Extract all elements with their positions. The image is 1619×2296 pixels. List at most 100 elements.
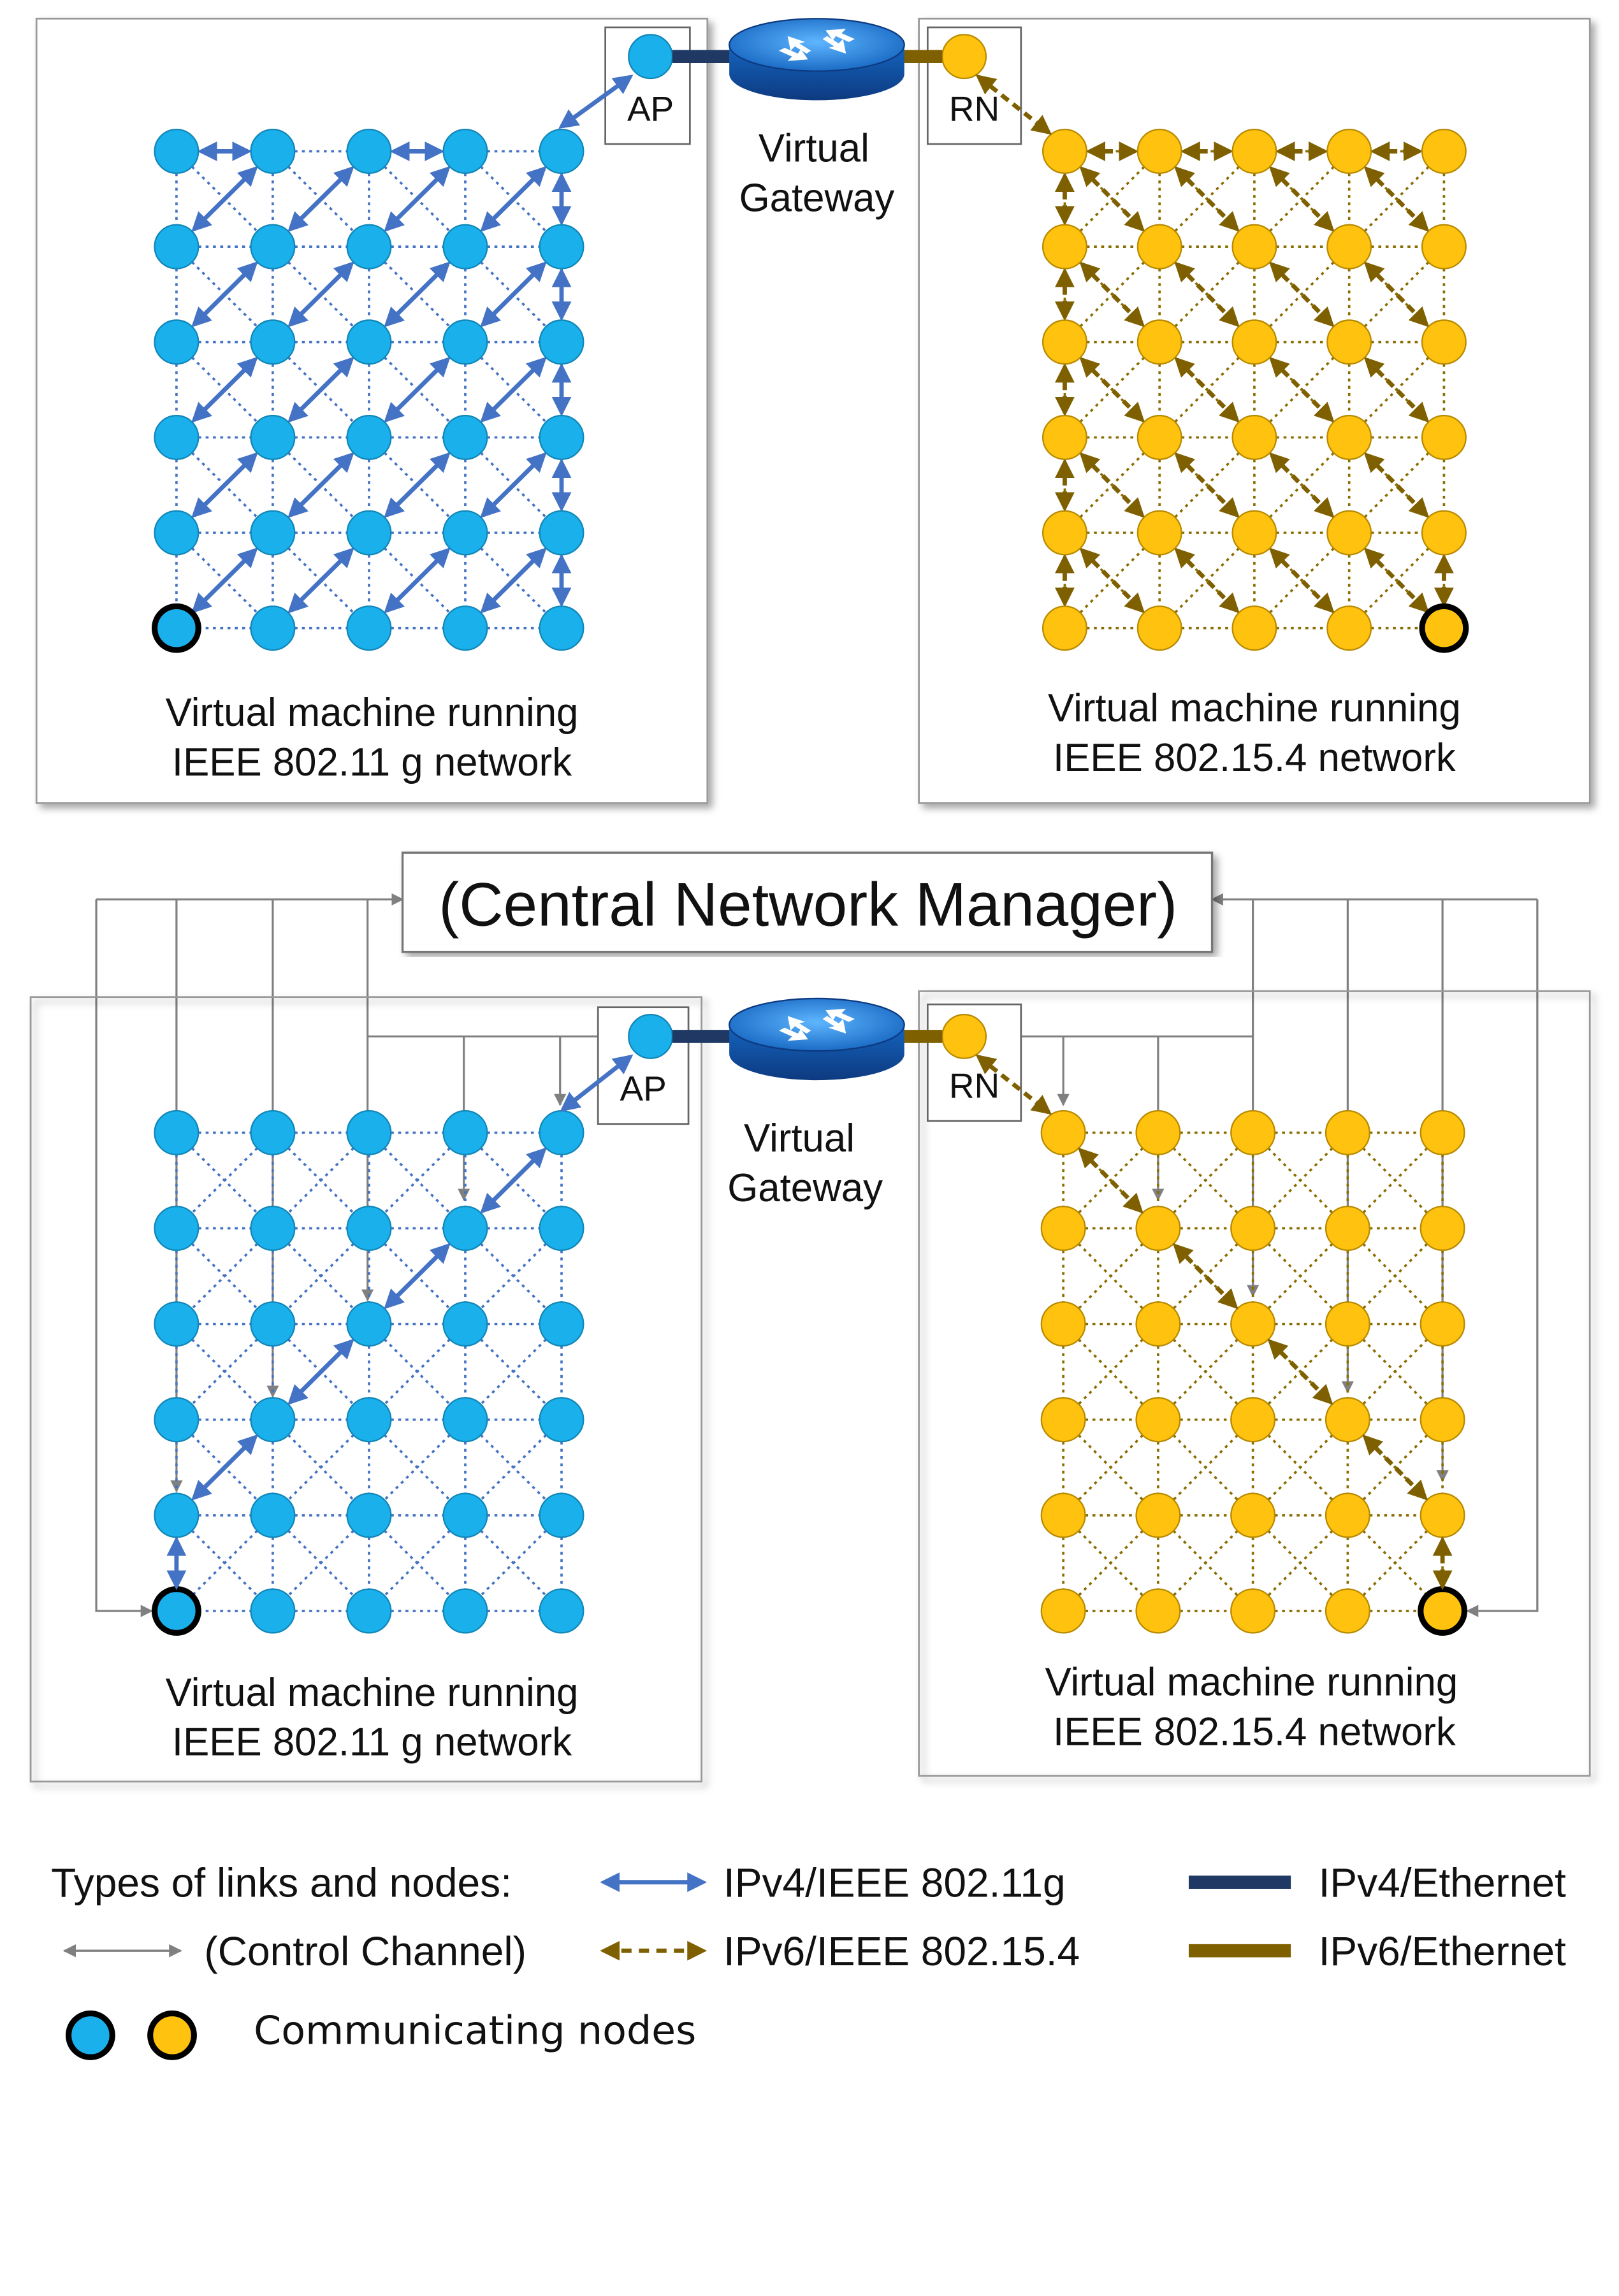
network-node — [1325, 1301, 1370, 1347]
bottom-gateway-label-2: Gateway — [727, 1166, 883, 1210]
legend-control-label: (Control Channel) — [204, 1928, 526, 1974]
network-node — [1135, 1397, 1181, 1443]
ipv4-80211g-link — [480, 547, 547, 614]
network-node — [1136, 128, 1182, 174]
ipv4-80211g-link — [287, 166, 354, 233]
grid-link — [272, 1419, 370, 1517]
network-node — [1040, 1492, 1086, 1538]
network-node — [346, 319, 392, 365]
bottom-ap-label: AP — [620, 1069, 667, 1108]
network-node — [346, 1492, 392, 1538]
network-node — [1419, 1206, 1465, 1252]
communicating-node — [1419, 603, 1469, 653]
top-rn-label: RN — [949, 89, 999, 128]
ipv4-80211g-link — [384, 261, 451, 328]
network-node — [1230, 1110, 1276, 1155]
network-node — [1136, 510, 1182, 556]
network-node — [346, 605, 392, 651]
legend-heading: Types of links and nodes: — [51, 1860, 512, 1906]
network-node — [1326, 319, 1372, 365]
network-node — [1135, 1492, 1181, 1538]
ipv4-80211g-link — [480, 356, 547, 423]
network-node — [154, 414, 200, 460]
network-node — [1231, 510, 1277, 556]
ipv4-80211g-link — [287, 452, 354, 519]
network-node — [1421, 128, 1467, 174]
network-node — [1326, 414, 1372, 460]
network-node — [1230, 1588, 1276, 1634]
network-node — [1040, 1588, 1086, 1634]
network-node — [1136, 414, 1182, 460]
control-channel-lines — [95, 893, 1539, 1617]
network-node — [346, 1397, 392, 1443]
grid-link — [464, 1323, 563, 1421]
grid-link — [368, 1514, 467, 1612]
ipv4-80211g-link — [480, 452, 547, 519]
network-node — [1421, 510, 1467, 556]
ipv4-80211g-link — [191, 452, 258, 519]
top-gateway-label-1: Virtual — [759, 126, 869, 170]
network-node — [346, 128, 392, 174]
network-node — [442, 224, 488, 270]
network-node — [1325, 1110, 1370, 1155]
bottom-right-caption-2: IEEE 802.15.4 network — [1053, 1710, 1456, 1754]
network-node — [1231, 605, 1277, 651]
ipv4-80211g-link — [191, 1434, 258, 1501]
network-node — [154, 1397, 200, 1443]
network-node — [154, 319, 200, 365]
top-right-caption-1: Virtual machine running — [1048, 686, 1461, 730]
bottom-gateway-label-1: Virtual — [744, 1116, 855, 1160]
network-node — [539, 1206, 584, 1252]
top-left-node-grid — [151, 128, 584, 653]
grid-link — [464, 1227, 563, 1325]
network-node — [442, 510, 488, 556]
grid-link — [368, 1419, 467, 1517]
network-node — [250, 1206, 296, 1252]
network-node — [250, 605, 296, 651]
network-node — [250, 510, 296, 556]
legend-ipv6-154-label: IPv6/IEEE 802.15.4 — [723, 1928, 1080, 1974]
network-node — [154, 128, 200, 174]
bottom-left-caption-1: Virtual machine running — [166, 1671, 579, 1715]
grid-link — [272, 1514, 370, 1612]
network-node — [1325, 1397, 1370, 1443]
manager-box — [401, 851, 1214, 953]
ipv4-80211g-link — [480, 261, 547, 328]
grid-link — [272, 1132, 370, 1229]
grid-link — [175, 1323, 274, 1421]
network-node — [154, 224, 200, 270]
central-manager: (Central Network Manager) — [95, 851, 1539, 1617]
grid-link — [368, 1132, 467, 1229]
network-node — [442, 1397, 488, 1443]
network-node — [1419, 1301, 1465, 1347]
bottom-right-node-grid — [1040, 1110, 1468, 1636]
network-node — [539, 510, 584, 556]
network-node — [346, 414, 392, 460]
network-node — [1231, 319, 1277, 365]
network-node — [1042, 414, 1087, 460]
network-node — [346, 1301, 392, 1347]
network-node — [442, 1206, 488, 1252]
network-node — [1421, 319, 1467, 365]
network-node — [1135, 1110, 1181, 1155]
network-node — [250, 1588, 296, 1634]
network-node — [250, 319, 296, 365]
network-node — [1230, 1492, 1276, 1538]
network-node — [346, 1110, 392, 1155]
ipv4-80211g-link — [384, 166, 451, 233]
network-node — [442, 319, 488, 365]
grid-link — [368, 1323, 467, 1421]
manager-title: (Central Network Manager) — [439, 871, 1177, 939]
network-node — [1231, 128, 1277, 174]
network-node — [1419, 1492, 1465, 1538]
network-node — [1136, 605, 1182, 651]
network-node — [539, 1110, 584, 1155]
network-node — [154, 1492, 200, 1538]
network-node — [1230, 1397, 1276, 1443]
bottom-right-caption-1: Virtual machine running — [1045, 1661, 1458, 1705]
network-node — [1231, 224, 1277, 270]
top-rn-link — [975, 74, 1052, 135]
network-node — [442, 1110, 488, 1155]
ipv4-80211g-link — [287, 356, 354, 423]
